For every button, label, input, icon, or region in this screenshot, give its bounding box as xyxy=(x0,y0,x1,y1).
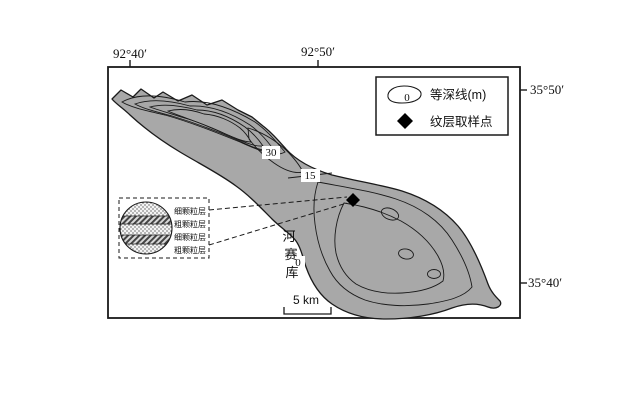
core-layer-label-4: 粗颗粒层 xyxy=(174,245,206,255)
scale-label: 5 km xyxy=(293,293,319,307)
scale-bar: 5 km xyxy=(283,293,332,315)
lat-label-bottom: 35°40′ xyxy=(528,275,562,290)
svg-text:30: 30 xyxy=(266,147,278,159)
core-sample-inset: 细颗粒层 粗颗粒层 细颗粒层 粗颗粒层 xyxy=(118,197,210,259)
legend: 0 等深线(m) 纹层取样点 xyxy=(375,76,509,136)
river-name: 河 赛 库 xyxy=(282,229,298,280)
leader-line-bottom xyxy=(208,202,348,246)
lon-label-left: 92°40′ xyxy=(113,46,147,61)
svg-text:0: 0 xyxy=(295,257,301,269)
contour-label-30: 30 xyxy=(262,146,280,159)
svg-text:赛: 赛 xyxy=(284,247,297,262)
svg-text:库: 库 xyxy=(285,265,298,280)
lake-outline xyxy=(111,88,502,320)
leader-line-top xyxy=(208,196,348,211)
legend-sample-label: 纹层取样点 xyxy=(430,114,493,129)
core-layer-label-1: 细颗粒层 xyxy=(174,206,206,216)
lat-label-top: 35°50′ xyxy=(530,82,564,97)
sample-point-diamond-icon xyxy=(346,193,360,207)
svg-text:15: 15 xyxy=(305,170,317,182)
svg-text:河: 河 xyxy=(282,229,295,244)
legend-isobath-value: 0 xyxy=(404,92,410,104)
core-layer-label-3: 细颗粒层 xyxy=(174,232,206,242)
legend-isobath-icon xyxy=(387,85,422,104)
contour-label-15: 15 xyxy=(301,169,320,182)
contour-lines-basin xyxy=(313,181,473,307)
legend-isobath-label: 等深线(m) xyxy=(430,87,486,102)
core-layer-label-2: 粗颗粒层 xyxy=(174,219,206,229)
legend-sample-diamond-icon xyxy=(397,113,413,129)
lon-label-right: 92°50′ xyxy=(301,44,335,59)
contour-label-0: 0 xyxy=(292,256,305,269)
